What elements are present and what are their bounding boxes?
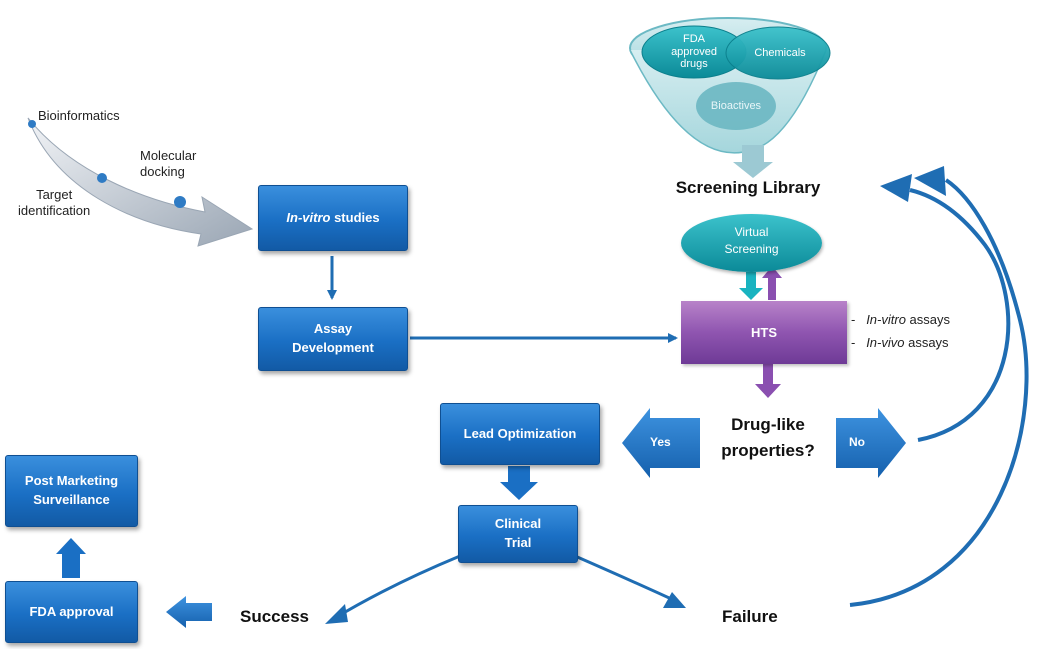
no-label: No bbox=[849, 435, 865, 449]
in-vivo-assay-italic: In-vivo bbox=[866, 335, 905, 350]
assay-line-1: Assay bbox=[313, 321, 353, 337]
lead-optimization-box: Lead Optimization bbox=[440, 403, 600, 465]
hts-down-arrow-stem bbox=[763, 364, 773, 386]
assay-bullet-1: - bbox=[851, 312, 856, 327]
clinical-trial-box: Clinical Trial bbox=[458, 505, 578, 563]
docking-dot-icon bbox=[174, 196, 186, 208]
bioinformatics-dot-icon bbox=[28, 120, 36, 128]
screening-library-label: Screening Library bbox=[675, 178, 821, 197]
fda-to-post-arrow-stem bbox=[62, 552, 80, 578]
target-identification-label: Target identification bbox=[18, 187, 90, 220]
hts-down-arrow-head bbox=[755, 384, 781, 398]
assay-line-2: Development bbox=[292, 340, 374, 355]
failure-loop-head bbox=[914, 166, 946, 196]
in-vitro-assay-rest: assays bbox=[905, 312, 950, 327]
in-vitro-italic: In-vitro bbox=[286, 209, 331, 225]
vs-down-arrow-stem bbox=[746, 272, 756, 290]
vs-line-1: Virtual bbox=[734, 225, 769, 239]
docking-line-1: Molecular bbox=[140, 148, 197, 163]
yes-label: Yes bbox=[650, 435, 671, 449]
in-vitro-studies-label: In-vitro studies bbox=[286, 209, 379, 228]
docking-line-2: docking bbox=[140, 164, 185, 180]
hts-box: HTS bbox=[681, 301, 847, 364]
hts-up-arrow-stem bbox=[768, 276, 776, 300]
lead-to-trial-arrow-stem bbox=[508, 466, 530, 484]
decision-line-1: Drug-like bbox=[731, 415, 805, 434]
funnel-down-arrow bbox=[733, 162, 773, 178]
failure-label: Failure bbox=[722, 607, 778, 626]
no-loop-head bbox=[880, 174, 912, 202]
fda-approved-drugs-label: FDA approved drugs bbox=[664, 33, 724, 71]
post-marketing-box: Post Marketing Surveillance bbox=[5, 455, 138, 527]
post-line-2: Surveillance bbox=[33, 492, 110, 507]
lead-optimization-label: Lead Optimization bbox=[463, 425, 577, 441]
fda-line-3: drugs bbox=[680, 58, 708, 71]
screening-funnel bbox=[629, 17, 831, 178]
chemicals-label: Chemicals bbox=[754, 47, 806, 59]
failure-loop-curve bbox=[849, 178, 1029, 607]
bioactives-oval bbox=[696, 82, 776, 130]
in-vivo-assays-item: - In-vivo assays bbox=[851, 335, 949, 350]
yes-arrow bbox=[622, 408, 700, 478]
assay-bullet-2: - bbox=[851, 335, 856, 350]
target-line-2: identification bbox=[18, 203, 91, 219]
success-to-fda-arrow bbox=[166, 596, 212, 628]
fda-line-1: FDA bbox=[683, 33, 705, 45]
target-dot-icon bbox=[97, 173, 107, 183]
success-label: Success bbox=[240, 607, 309, 626]
in-vitro-studies-box: In-vitro studies bbox=[258, 185, 408, 251]
no-loop-curve bbox=[909, 188, 1011, 442]
no-arrow bbox=[836, 408, 906, 478]
virtual-screening-oval bbox=[681, 214, 822, 272]
vs-line-2: Screening bbox=[724, 242, 779, 257]
clinical-line-2: Trial bbox=[504, 535, 532, 550]
hts-up-arrow-head bbox=[762, 266, 782, 278]
drug-like-properties-label: Drug-like properties? bbox=[700, 412, 836, 465]
trial-to-failure-head bbox=[663, 592, 686, 608]
in-vitro-assay-italic: In-vitro bbox=[866, 312, 906, 327]
trial-to-success-head bbox=[325, 604, 348, 624]
fda-approval-label: FDA approval bbox=[29, 603, 114, 619]
studies-text: studies bbox=[330, 209, 380, 225]
chemicals-oval bbox=[725, 26, 831, 80]
hts-label: HTS bbox=[751, 325, 777, 340]
clinical-line-1: Clinical bbox=[494, 516, 542, 532]
fda-approval-box: FDA approval bbox=[5, 581, 138, 643]
bioinformatics-swoosh-arrow bbox=[27, 117, 254, 247]
lead-to-trial-arrow-head bbox=[500, 482, 538, 500]
vs-down-arrow-head bbox=[739, 288, 763, 300]
post-line-1: Post Marketing bbox=[24, 473, 119, 489]
fda-line-2: approved bbox=[671, 45, 717, 58]
fda-to-post-arrow-head bbox=[56, 538, 86, 554]
trial-to-success-line bbox=[334, 554, 461, 620]
decision-line-2: properties? bbox=[721, 441, 815, 461]
bioactives-label: Bioactives bbox=[710, 100, 762, 112]
assay-development-box: Assay Development bbox=[258, 307, 408, 371]
bioinformatics-label: Bioinformatics bbox=[38, 108, 120, 123]
trial-to-failure-line bbox=[574, 554, 679, 604]
molecular-docking-label: Molecular docking bbox=[140, 148, 196, 181]
target-line-1: Target bbox=[36, 187, 73, 202]
in-vitro-assays-item: - In-vitro assays bbox=[851, 312, 950, 327]
virtual-screening-label: Virtual Screening bbox=[681, 224, 822, 259]
in-vivo-assay-rest: assays bbox=[904, 335, 949, 350]
